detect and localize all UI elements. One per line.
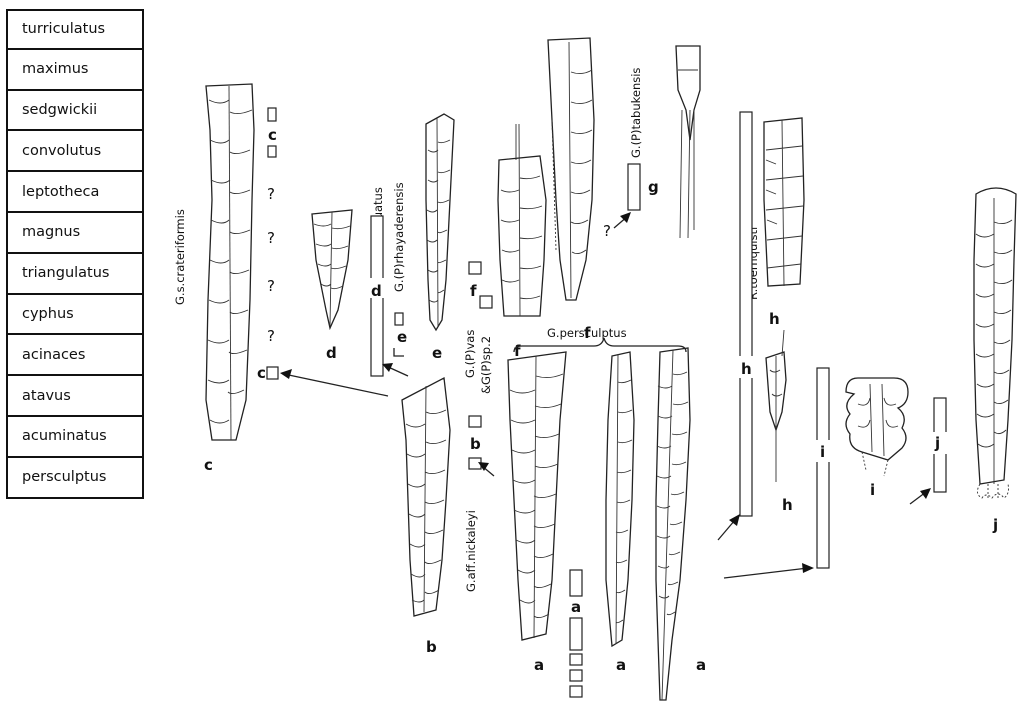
label-sp2: &G(P)sp.2 (479, 336, 493, 394)
specimen-f-small-fossil (498, 124, 546, 316)
range-b-letter: b (470, 435, 481, 453)
letter-f-left: f (514, 342, 521, 360)
arrow-i (724, 568, 808, 578)
range-e-letter: e (397, 328, 407, 346)
arrowhead-c (280, 369, 292, 379)
range-a-upper (570, 570, 582, 596)
range-e-upper (395, 313, 403, 325)
specimen-f-large-fossil (548, 38, 594, 300)
range-c-upper (268, 108, 276, 121)
label-persculptus: G.persculptus (547, 326, 627, 340)
letter-h-lower: h (782, 496, 793, 514)
range-a-box3 (570, 686, 582, 697)
range-c-base (267, 367, 278, 379)
range-f-lower (480, 296, 492, 308)
letter-a-left: a (534, 656, 544, 674)
range-d-letter: d (371, 282, 382, 300)
specimen-a-right-fossil (656, 348, 690, 700)
range-f-upper (469, 262, 481, 274)
range-a-letter: a (571, 598, 581, 616)
label-crateriformis: G.s.crateriformis (173, 209, 187, 305)
specimen-c-fossil (206, 84, 254, 440)
arrow-b-to-c (284, 374, 388, 396)
range-g-letter: g (648, 178, 659, 196)
uncertain-g: ? (603, 222, 611, 240)
range-a-mid (570, 618, 582, 650)
range-e-bracket (394, 348, 404, 356)
range-g (628, 164, 640, 210)
uncertain-4: ? (267, 327, 275, 345)
specimen-e-fossil (426, 114, 454, 330)
range-i (817, 368, 829, 568)
specimen-h-upper-fossil (764, 118, 804, 286)
specimen-j-fossil (974, 188, 1016, 500)
range-c-bottom-letter: c (257, 364, 266, 382)
specimen-a-middle-fossil (606, 352, 634, 646)
persculptus-brace (514, 338, 686, 352)
letter-e: e (432, 344, 442, 362)
specimen-b-fossil (402, 378, 450, 616)
range-j-letter: j (934, 434, 940, 452)
letter-h-upper: h (769, 310, 780, 328)
specimen-i-fossil (846, 378, 908, 476)
range-h (740, 112, 752, 516)
range-f-letter: f (470, 282, 477, 300)
letter-j: j (992, 516, 998, 534)
range-c-lower (268, 146, 276, 157)
arrow-h (718, 520, 735, 540)
letter-a-right: a (696, 656, 706, 674)
label-rhayaderensis: G.(P)rhayaderensis (392, 182, 406, 292)
specimen-h-lower-fossil (766, 330, 786, 482)
letter-i: i (870, 481, 875, 499)
range-a-box1 (570, 654, 582, 665)
letter-d: d (326, 344, 337, 362)
range-h-letter: h (741, 360, 752, 378)
letter-c: c (204, 456, 213, 474)
specimen-d-fossil (312, 210, 352, 328)
label-nickaleyi: G.aff.nickaleyi (464, 510, 478, 592)
uncertain-2: ? (267, 229, 275, 247)
uncertain-3: ? (267, 277, 275, 295)
specimen-a-left-fossil (508, 352, 566, 640)
uncertain-1: ? (267, 185, 275, 203)
label-vas: G.(P)vas (463, 330, 477, 378)
label-tabukensis: G.(P)tabukensis (629, 68, 643, 158)
letter-a-middle: a (616, 656, 626, 674)
range-i-letter: i (820, 443, 825, 461)
letter-b: b (426, 638, 437, 656)
range-b-upper (469, 416, 481, 427)
range-c-letter: c (268, 126, 277, 144)
range-a-box2 (570, 670, 582, 681)
specimen-g-fossil (676, 46, 700, 238)
